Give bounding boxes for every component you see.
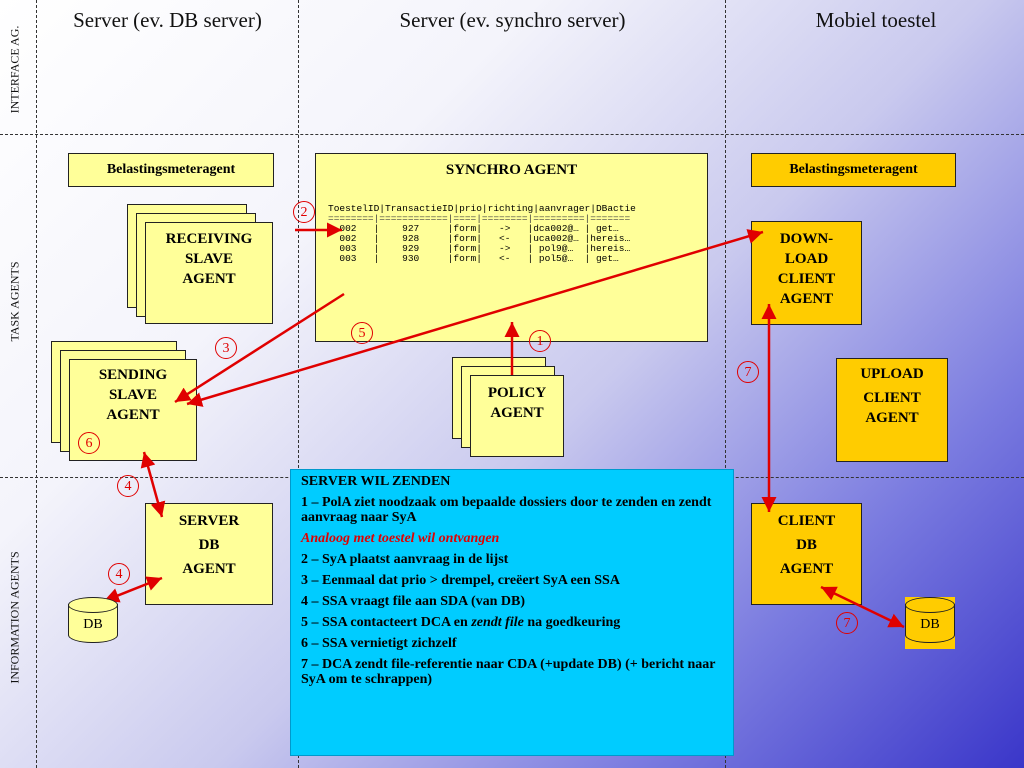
server-db-label-3: AGENT <box>182 561 236 577</box>
row-label-task: TASK AGENTS <box>7 261 22 342</box>
step-4-db-badge: 4 <box>108 563 130 585</box>
column-title-mobiel: Mobiel toestel <box>815 8 937 32</box>
download-client-agent: DOWN- LOAD CLIENT AGENT <box>751 221 862 325</box>
download-label-2: LOAD <box>784 251 829 267</box>
download-label-1: DOWN- <box>779 231 834 247</box>
step-5-badge: 5 <box>351 322 373 344</box>
row-divider-line <box>36 0 37 768</box>
note-step-5: 5 – SSA contacteert DCA en zendt file na… <box>301 615 723 630</box>
server-db-agent: SERVER DB AGENT <box>145 503 273 605</box>
table-separator: ========|============|====|========|====… <box>328 213 631 224</box>
db-left-label: DB <box>83 617 103 632</box>
server-db-label-1: SERVER <box>178 513 240 529</box>
row-divider-1 <box>0 134 1024 135</box>
policy-agent: POLICY AGENT <box>470 375 564 457</box>
column-title-db-server: Server (ev. DB server) <box>73 8 262 32</box>
synchro-agent: SYNCHRO AGENT ToestelID|TransactieID|pri… <box>315 153 708 342</box>
sending-label-1: SENDING <box>98 367 168 383</box>
note-analog-line: Analoog met toestel wil ontvangen <box>301 531 500 546</box>
db-cylinder-right: DB <box>905 597 955 649</box>
step-7-badge: 7 <box>737 361 759 383</box>
belasting-agent-left: Belastingsmeteragent <box>68 153 274 187</box>
table-row: 003 | 930 |form| <- | pol5@… | get… <box>328 253 619 264</box>
row-label-interface: INTERFACE AG. <box>7 25 22 114</box>
step-7-db-badge: 7 <box>836 612 858 634</box>
receiving-label-3: AGENT <box>182 271 236 287</box>
client-db-agent: CLIENT DB AGENT <box>751 503 862 605</box>
step-3-badge: 3 <box>215 337 237 359</box>
client-db-label-3: AGENT <box>779 561 834 577</box>
step-1-badge: 1 <box>529 330 551 352</box>
table-row: 002 | 927 |form| -> |dca002@… | get… <box>328 223 619 234</box>
row-label-information: INFORMATION AGENTS <box>7 551 22 684</box>
upload-label-1: UPLOAD <box>860 366 924 382</box>
receiving-label-2: SLAVE <box>184 251 234 267</box>
step-2-badge: 2 <box>293 201 315 223</box>
server-db-label-2: DB <box>198 537 220 553</box>
sending-label-3: AGENT <box>106 407 160 423</box>
note-step-5-post: na goedkeuring <box>523 615 621 630</box>
note-step-1: 1 – PolA ziet noodzaak om bepaalde dossi… <box>301 495 712 525</box>
column-title-synchro-server: Server (ev. synchro server) <box>399 8 626 32</box>
policy-label-1: POLICY <box>487 385 547 401</box>
upload-label-2: CLIENT <box>863 390 921 406</box>
table-header: ToestelID|TransactieID|prio|richting|aan… <box>328 203 636 214</box>
upload-label-3: AGENT <box>865 410 919 426</box>
receiving-label-1: RECEIVING <box>165 231 253 247</box>
note-step-3: 3 – Eenmaal dat prio > drempel, creëert … <box>301 573 620 588</box>
note-step-5-pre: 5 – SSA contacteert DCA en <box>301 615 472 630</box>
request-table: ToestelID|TransactieID|prio|richting|aan… <box>328 204 636 264</box>
note-step-7: 7 – DCA zendt file-referentie naar CDA (… <box>301 657 716 687</box>
step-6-badge: 6 <box>78 432 100 454</box>
note-step-6: 6 – SSA vernietigt zichzelf <box>301 636 457 651</box>
upload-client-agent: UPLOAD CLIENT AGENT <box>836 358 948 462</box>
download-label-3: CLIENT <box>777 271 836 287</box>
download-label-4: AGENT <box>779 291 834 307</box>
policy-label-2: AGENT <box>490 405 544 421</box>
belasting-agent-right: Belastingsmeteragent <box>751 153 956 187</box>
note-step-4: 4 – SSA vraagt file aan SDA (van DB) <box>301 594 526 609</box>
note-title: SERVER WIL ZENDEN <box>301 474 451 489</box>
db-right-label: DB <box>920 617 940 632</box>
step-4-badge: 4 <box>117 475 139 497</box>
db-cylinder-left: DB <box>68 597 118 649</box>
synchro-agent-title: SYNCHRO AGENT <box>445 162 578 178</box>
receiving-slave-agent: RECEIVING SLAVE AGENT <box>145 222 273 324</box>
note-step-5-em: zendt file <box>471 615 524 630</box>
note-step-2: 2 – SyA plaatst aanvraag in de lijst <box>301 552 509 567</box>
sending-label-2: SLAVE <box>108 387 158 403</box>
client-db-label-1: CLIENT <box>777 513 836 529</box>
explanation-note: SERVER WIL ZENDEN 1 – PolA ziet noodzaak… <box>290 469 734 756</box>
client-db-label-2: DB <box>796 537 817 553</box>
